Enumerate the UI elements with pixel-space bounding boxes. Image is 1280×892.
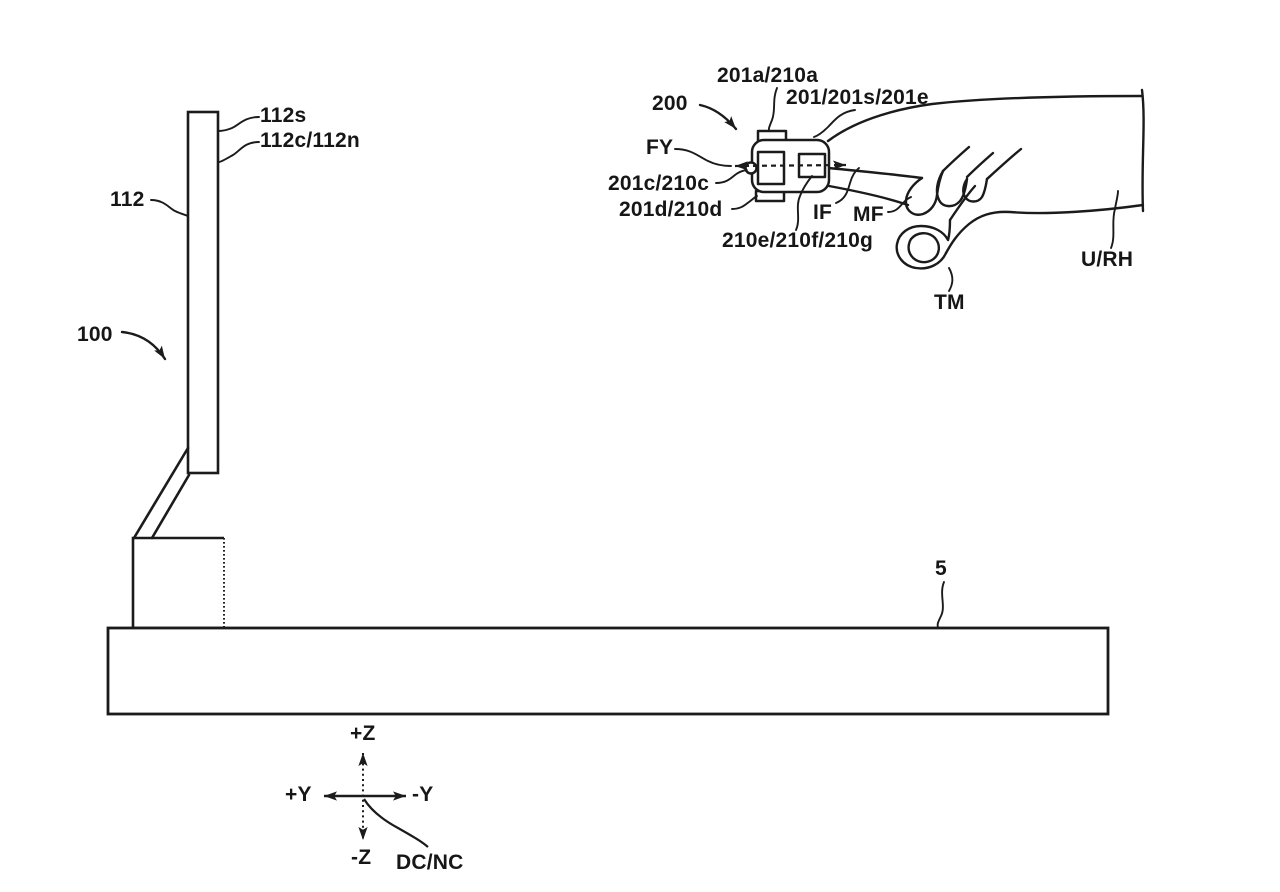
label-axis-origin: DC/NC [396, 851, 464, 874]
label-axis-right: -Y [412, 783, 434, 806]
thumbnail [907, 232, 940, 264]
label-display-screen-cn: 112c/112n [260, 129, 360, 152]
label-controller-top: 201a/210a [717, 64, 819, 87]
leader-210e [795, 175, 813, 231]
display-stand-base [131, 536, 225, 630]
label-thumb: TM [934, 291, 965, 314]
thumb [895, 218, 952, 270]
label-force-axis: FY [646, 136, 674, 159]
pointer-arrows [120, 103, 738, 361]
little-finger [962, 177, 989, 203]
leader-5 [936, 581, 945, 629]
arrow-100 [120, 330, 167, 361]
label-controller-bottom: 201d/210d [619, 198, 723, 221]
display-stand-strut [132, 446, 191, 540]
controller-left-sensor [756, 150, 786, 186]
leader-if [835, 167, 860, 204]
dcnc-leader-line [363, 798, 429, 848]
index-finger-top [827, 166, 924, 180]
leader-201c [715, 169, 747, 184]
leader-201d [731, 195, 758, 210]
leader-201a [767, 87, 778, 132]
label-axis-left: +Y [285, 783, 312, 806]
arrow-200 [698, 103, 738, 131]
label-controller-body: 201/201s/201e [786, 86, 929, 109]
ring-finger [935, 169, 969, 208]
middle-finger [904, 169, 945, 216]
display-panel [186, 110, 220, 475]
leader-mf [887, 196, 912, 213]
label-axis-up: +Z [350, 722, 376, 745]
label-table: 5 [935, 557, 947, 580]
wrist-cut-line [1140, 88, 1145, 213]
label-display-screen: 112s [260, 104, 307, 127]
label-user-hand: U/RH [1081, 248, 1134, 271]
leader-112s [217, 116, 260, 132]
coordinate-axes [324, 753, 429, 848]
leader-201e [813, 109, 856, 138]
leader-fy [674, 148, 732, 167]
leader-urh [1110, 190, 1119, 249]
hand-outline [826, 88, 1145, 270]
label-controller-left: 201c/210c [608, 172, 710, 195]
fy-axis-arrow [734, 160, 847, 171]
leader-112cn [218, 141, 260, 163]
label-controller: 200 [652, 92, 688, 115]
leader-lines [150, 87, 1119, 629]
label-display: 112 [110, 188, 145, 211]
label-axis-down: -Z [351, 846, 372, 869]
label-controller-sensors: 210e/210f/210g [722, 229, 874, 252]
leader-tm [948, 267, 954, 292]
label-index-finger: IF [813, 201, 833, 224]
label-system: 100 [77, 323, 113, 346]
fingertip [744, 161, 758, 175]
label-middle-finger: MF [853, 203, 884, 226]
table-surface [106, 626, 1110, 716]
index-finger-bottom [827, 184, 910, 207]
leader-112 [150, 199, 189, 217]
